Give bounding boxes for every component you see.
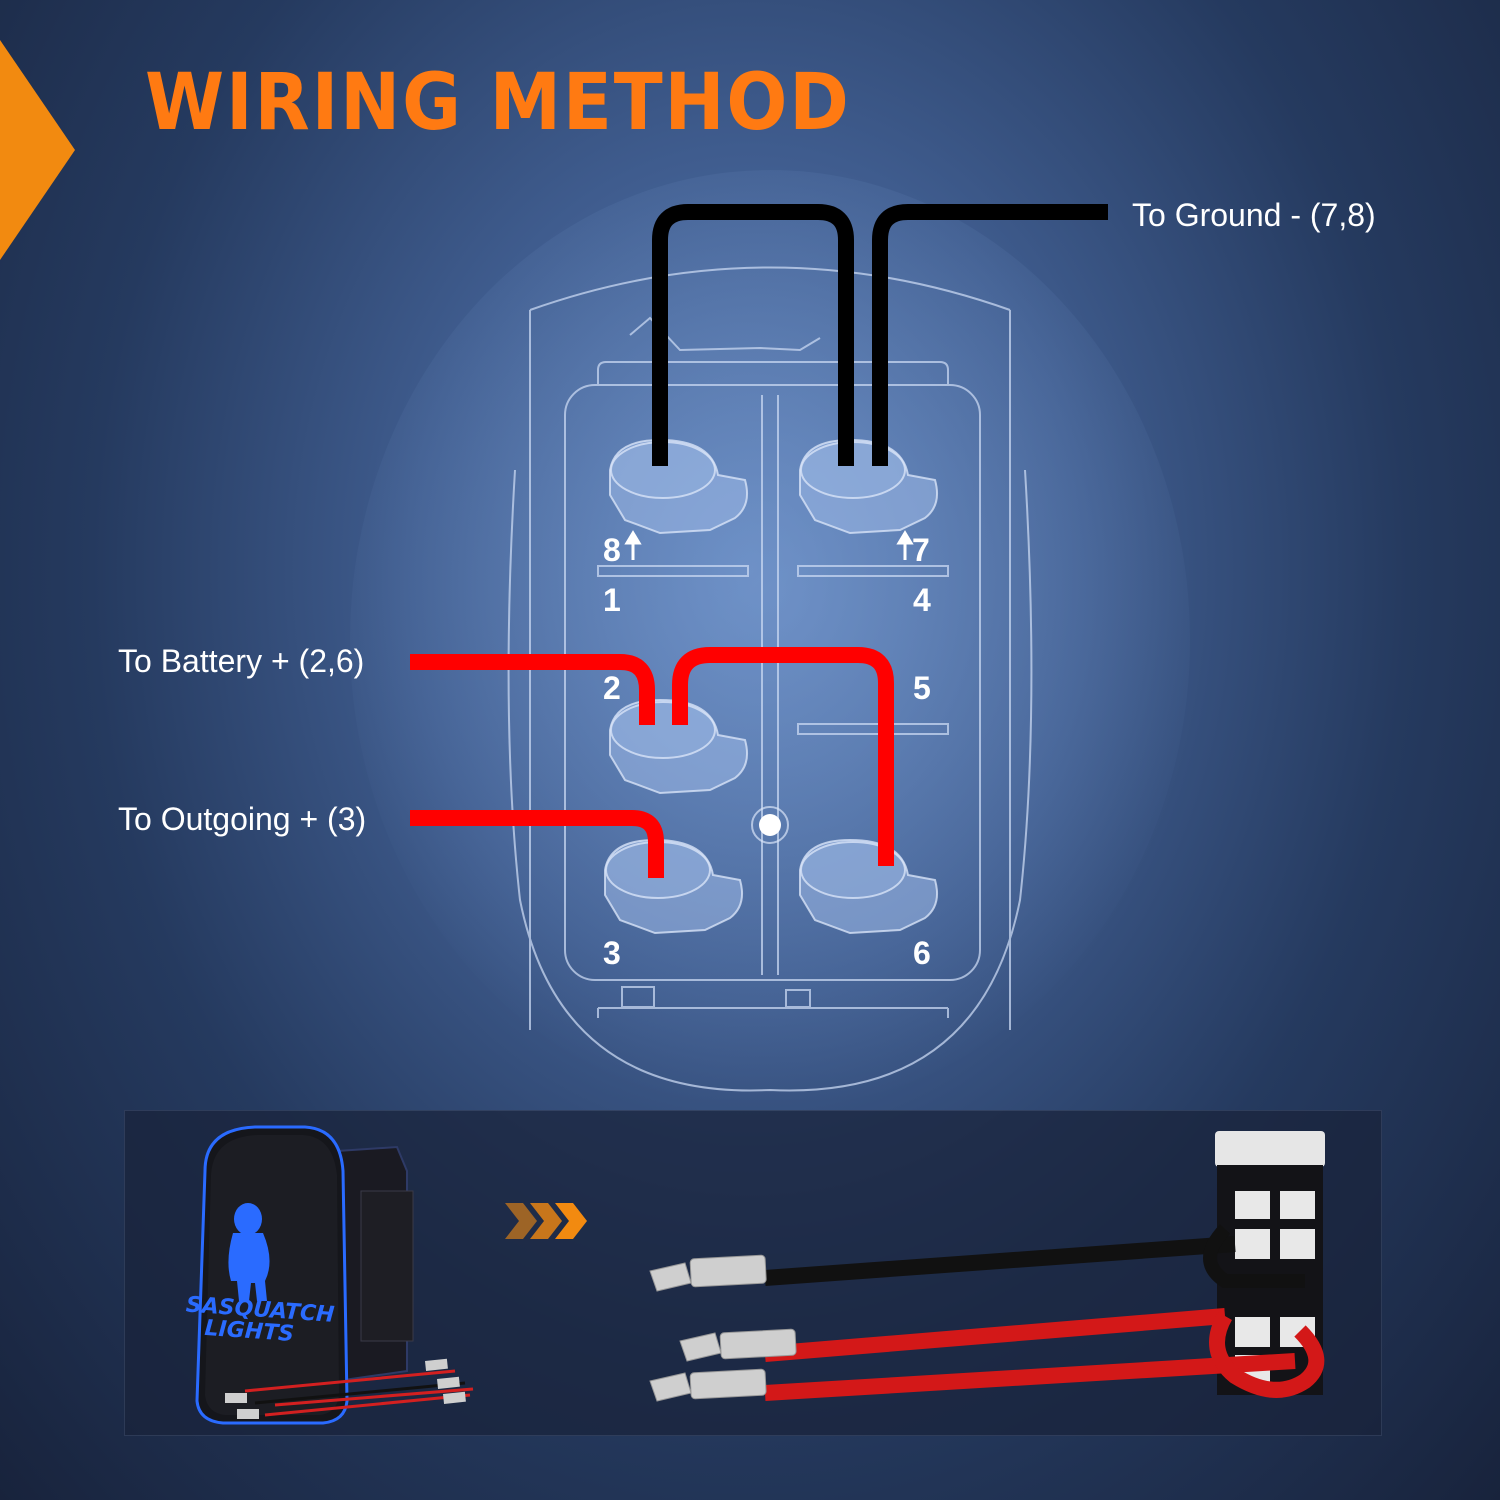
terminal-lugs (604, 438, 938, 935)
corner-chevron-icon (0, 40, 75, 260)
pin-label-8: 8 (603, 532, 621, 568)
pin-label-5: 5 (913, 670, 931, 706)
pin-label-3: 3 (603, 935, 621, 971)
ground-wires (652, 204, 1108, 466)
page-title: WIRING METHOD (145, 58, 851, 148)
arrow-up-icon (896, 530, 914, 560)
pin-label-6: 6 (913, 935, 931, 971)
spade-terminals (649, 1254, 797, 1402)
switch-face-text: SASQUATCH LIGHTS (184, 1293, 335, 1348)
pin-label-4: 4 (913, 582, 931, 618)
rocker-switch-product (195, 1125, 414, 1425)
pin-label-1: 1 (603, 582, 621, 618)
rocker-switch-diagram (350, 170, 1190, 1100)
black-wire (764, 1224, 1305, 1288)
pin-label-2: 2 (603, 670, 621, 706)
orange-triple-chevron-arrow (505, 1203, 587, 1239)
label-to-battery: To Battery + (2,6) (118, 643, 365, 679)
indicator-led (751, 806, 789, 844)
label-to-ground: To Ground - (7,8) (1132, 197, 1376, 233)
arrow-up-icon (624, 530, 642, 560)
product-photo-panel: SASQUATCH LIGHTS (124, 1110, 1382, 1436)
terminal-8 (609, 438, 748, 535)
pin-label-7: 7 (912, 532, 930, 568)
small-wire-harness (244, 1369, 474, 1417)
sasquatch-figure-icon (228, 1203, 270, 1301)
label-to-outgoing: To Outgoing + (3) (118, 801, 367, 837)
power-wires (410, 647, 894, 878)
red-wires (764, 1308, 1325, 1401)
